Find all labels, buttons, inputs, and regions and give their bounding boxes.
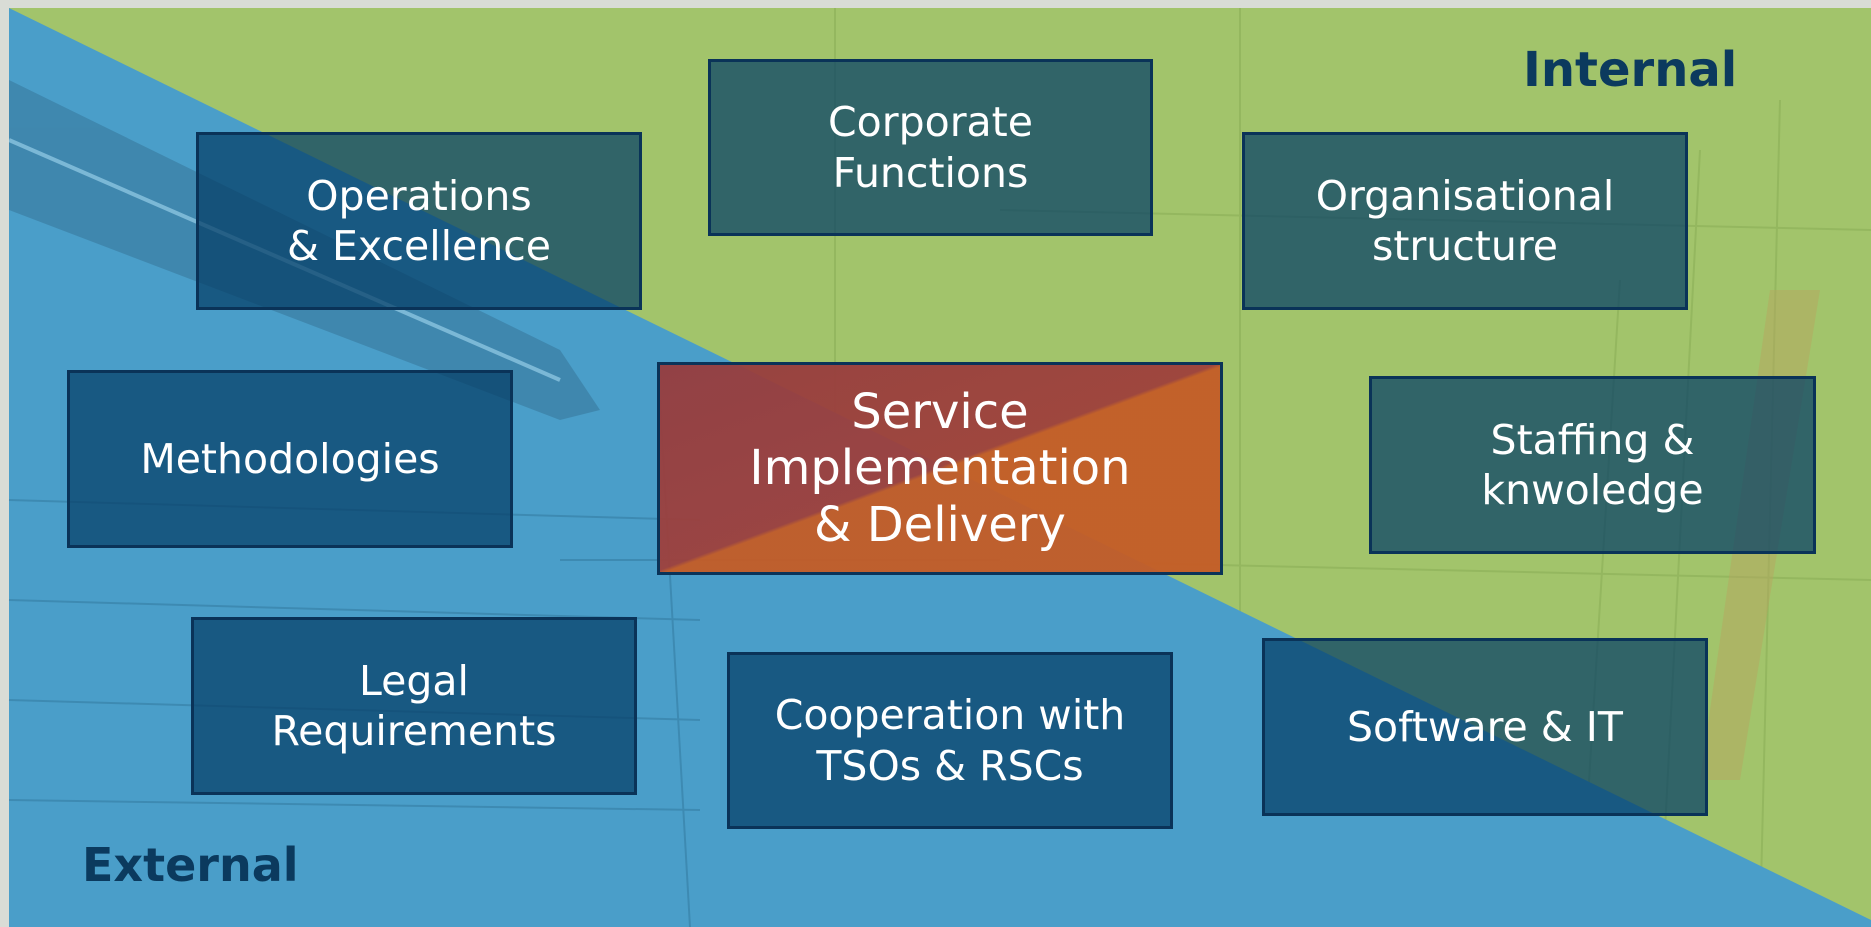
corporate-functions-label: Corporate Functions: [828, 98, 1033, 197]
cooperation-box: Cooperation with TSOs & RSCs: [727, 652, 1173, 829]
staffing-knowledge-box: Staffing & knwoledge: [1369, 376, 1816, 554]
service-implementation-box: Service Implementation & Delivery: [657, 362, 1223, 575]
internal-label: Internal: [1523, 42, 1738, 98]
methodologies-label: Methodologies: [140, 434, 440, 483]
cooperation-label: Cooperation with TSOs & RSCs: [774, 691, 1126, 790]
external-label: External: [82, 838, 299, 892]
organisational-structure-label: Organisational structure: [1315, 171, 1615, 270]
methodologies-box: Methodologies: [67, 370, 513, 548]
operations-excellence-label: Operations & Excellence: [287, 171, 551, 270]
legal-requirements-box: Legal Requirements: [191, 617, 637, 795]
operations-excellence-box: Operations & Excellence: [196, 132, 642, 310]
corporate-functions-box: Corporate Functions: [708, 59, 1153, 236]
software-it-box: Software & IT: [1262, 638, 1708, 816]
service-implementation-label: Service Implementation & Delivery: [749, 383, 1131, 553]
organisational-structure-box: Organisational structure: [1242, 132, 1688, 310]
legal-requirements-label: Legal Requirements: [271, 656, 557, 755]
staffing-knowledge-label: Staffing & knwoledge: [1481, 415, 1704, 514]
software-it-label: Software & IT: [1347, 702, 1623, 751]
